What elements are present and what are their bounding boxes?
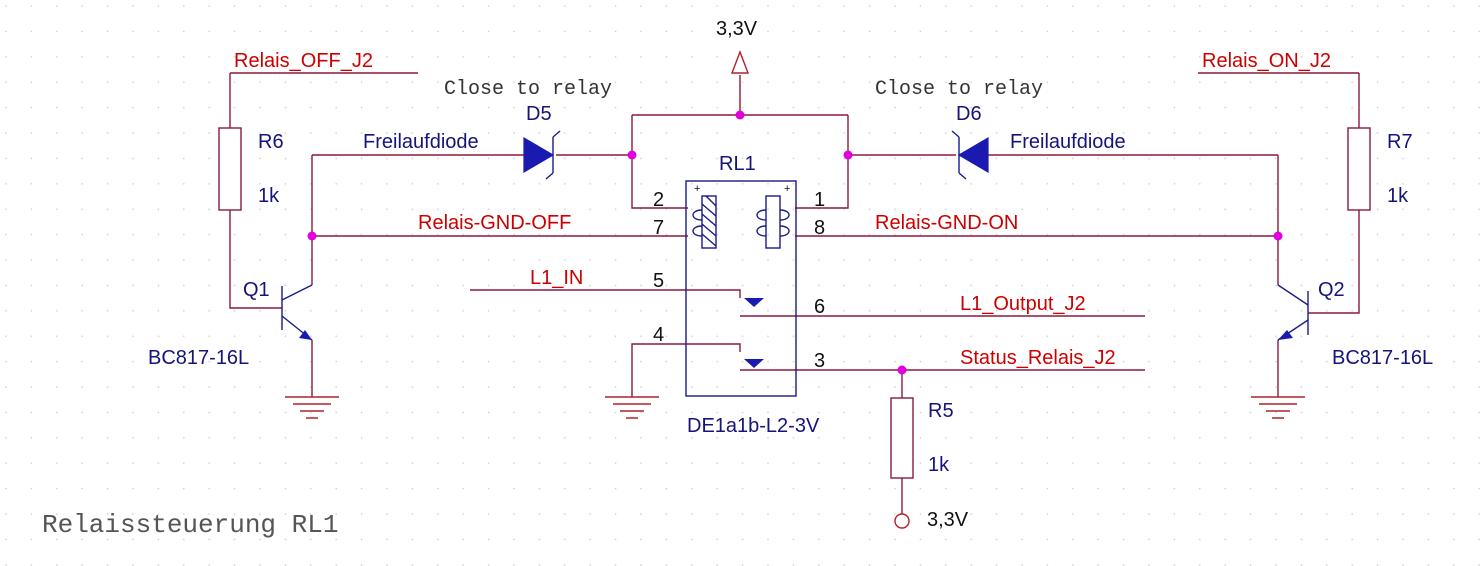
diode-d5-label: Freilaufdiode bbox=[363, 131, 479, 153]
power-arrow-symbol bbox=[730, 50, 750, 74]
resistor-r7-value: 1k bbox=[1387, 185, 1409, 207]
relay-pin-3: 3 bbox=[814, 350, 825, 372]
net-label-l1-in: L1_IN bbox=[530, 267, 583, 289]
transistor-q2-ref: Q2 bbox=[1318, 279, 1345, 301]
net-label-l1-out: L1_Output_J2 bbox=[960, 293, 1086, 315]
net-label-relais-off: Relais_OFF_J2 bbox=[234, 50, 373, 72]
relay-pin-5: 5 bbox=[653, 270, 664, 292]
relay-rl1-symbol: + + bbox=[685, 180, 797, 397]
junction-dot bbox=[627, 150, 637, 160]
relay-rl1-part: DE1a1b-L2-3V bbox=[687, 415, 820, 437]
relay-pin-4: 4 bbox=[653, 324, 664, 346]
resistor-r7-body bbox=[1347, 127, 1371, 211]
net-label-status: Status_Relais_J2 bbox=[960, 347, 1116, 369]
diode-d6-symbol bbox=[951, 130, 989, 180]
relay-pin-7: 7 bbox=[653, 217, 664, 239]
ground-symbol bbox=[285, 396, 339, 419]
placement-note-left: Close to relay bbox=[444, 78, 612, 101]
relay-pin-6: 6 bbox=[814, 296, 825, 318]
junction-dot bbox=[1273, 231, 1283, 241]
placement-note-right: Close to relay bbox=[875, 78, 1043, 101]
resistor-r7-ref: R7 bbox=[1387, 131, 1413, 153]
relay-pin-8: 8 bbox=[814, 217, 825, 239]
net-label-relais-on: Relais_ON_J2 bbox=[1202, 50, 1331, 72]
resistor-r5-value: 1k bbox=[928, 454, 950, 476]
ground-symbol bbox=[605, 396, 659, 419]
diode-d6-ref: D6 bbox=[956, 103, 982, 125]
junction-dot bbox=[843, 150, 853, 160]
junction-dot bbox=[897, 365, 907, 375]
net-label-gnd-off: Relais-GND-OFF bbox=[418, 212, 571, 234]
resistor-r6-value: 1k bbox=[258, 185, 280, 207]
diode-d6-label: Freilaufdiode bbox=[1010, 131, 1126, 153]
transistor-q1-symbol bbox=[281, 284, 313, 341]
resistor-r6-body bbox=[218, 127, 242, 211]
transistor-q2-part: BC817-16L bbox=[1332, 347, 1433, 369]
transistor-q1-part: BC817-16L bbox=[148, 347, 249, 369]
ground-symbol bbox=[1251, 396, 1305, 419]
power-label-top: 3,3V bbox=[716, 18, 758, 40]
relay-pin-2: 2 bbox=[653, 189, 664, 211]
svg-text:+: + bbox=[784, 183, 790, 195]
diode-d5-ref: D5 bbox=[526, 103, 552, 125]
relay-pin-1: 1 bbox=[814, 189, 825, 211]
resistor-r5-body bbox=[890, 397, 914, 479]
sheet-title: Relaissteuerung RL1 bbox=[42, 510, 338, 540]
transistor-q2-symbol bbox=[1277, 284, 1309, 341]
resistor-r5-ref: R5 bbox=[928, 400, 954, 422]
wires bbox=[229, 72, 1360, 514]
svg-text:+: + bbox=[694, 183, 700, 195]
transistor-q1-ref: Q1 bbox=[243, 279, 270, 301]
resistor-r6-ref: R6 bbox=[258, 131, 284, 153]
junction-dot bbox=[735, 110, 745, 120]
net-label-gnd-on: Relais-GND-ON bbox=[875, 212, 1018, 234]
power-label-bottom: 3,3V bbox=[927, 509, 969, 531]
power-pin-symbol bbox=[894, 513, 910, 529]
relay-rl1-ref: RL1 bbox=[719, 153, 756, 175]
junctions bbox=[307, 110, 1283, 375]
diode-d5-symbol bbox=[523, 130, 561, 180]
junction-dot bbox=[307, 231, 317, 241]
